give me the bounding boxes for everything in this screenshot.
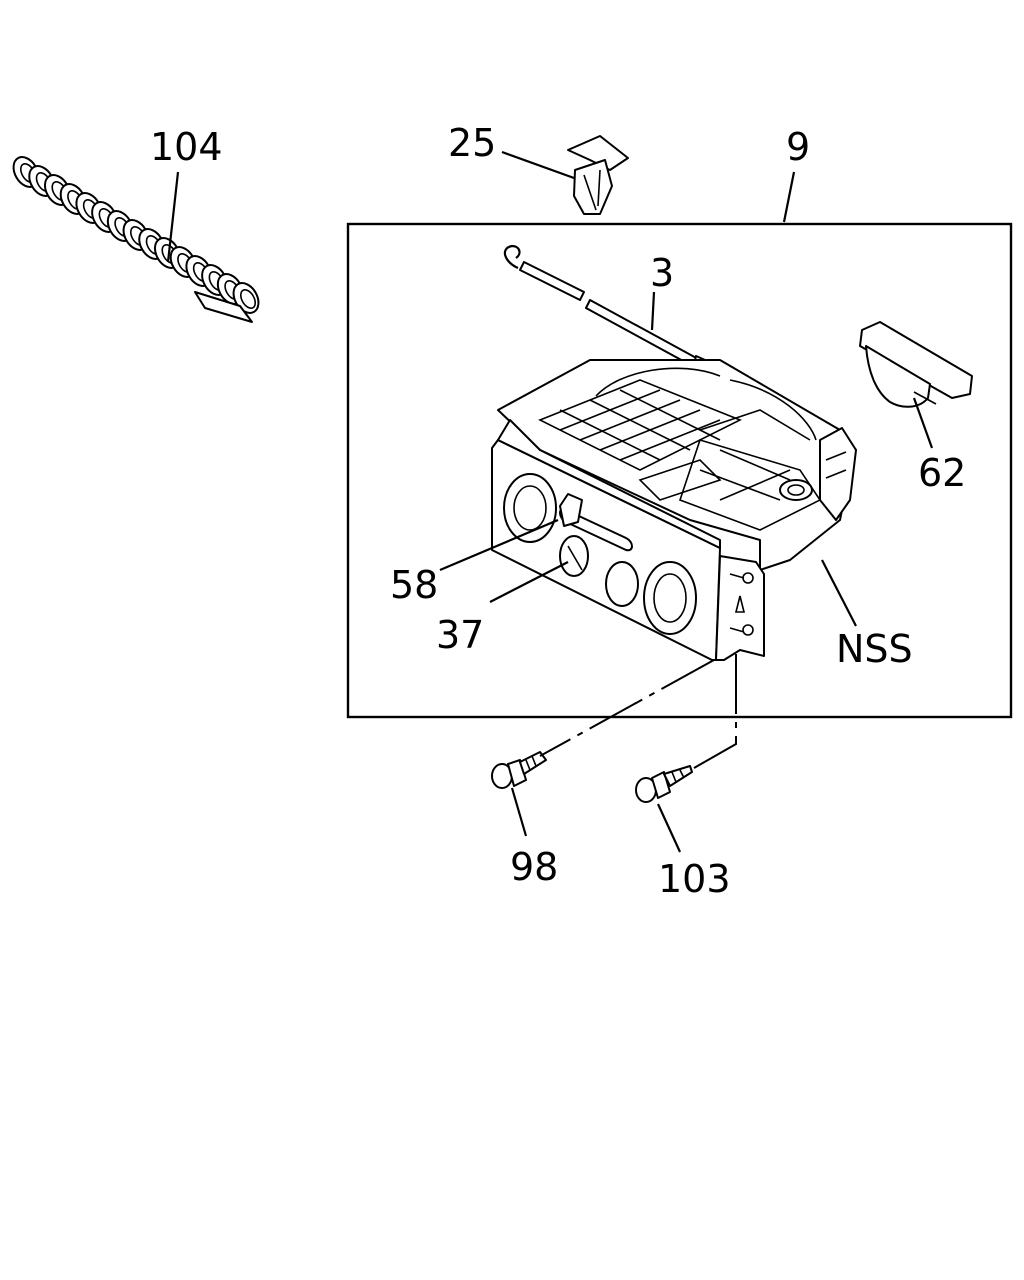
part-103-screw	[635, 765, 693, 803]
callout-37: 37	[436, 613, 484, 657]
part-62-knob	[859, 321, 973, 408]
callout-58: 58	[390, 563, 438, 607]
callout-nss: NSS	[836, 627, 913, 671]
callout-103: 103	[658, 857, 731, 901]
tube-ring-inner	[239, 289, 257, 309]
callout-labels: 104 25 9 3 62 58 37 NSS 98 103	[150, 121, 966, 901]
part-25-clip	[567, 135, 629, 215]
assembly-9-frame	[346, 222, 1013, 719]
leader-lines	[166, 150, 934, 853]
callout-25: 25	[448, 121, 496, 165]
callout-62: 62	[918, 451, 966, 495]
hvac-control-assembly	[491, 359, 857, 661]
callout-98: 98	[510, 845, 558, 889]
part-104-corrugated-tube	[12, 156, 260, 323]
part-98-screw	[491, 751, 547, 789]
callout-3: 3	[650, 251, 674, 295]
callout-104: 104	[150, 125, 223, 169]
callout-9: 9	[786, 125, 810, 169]
